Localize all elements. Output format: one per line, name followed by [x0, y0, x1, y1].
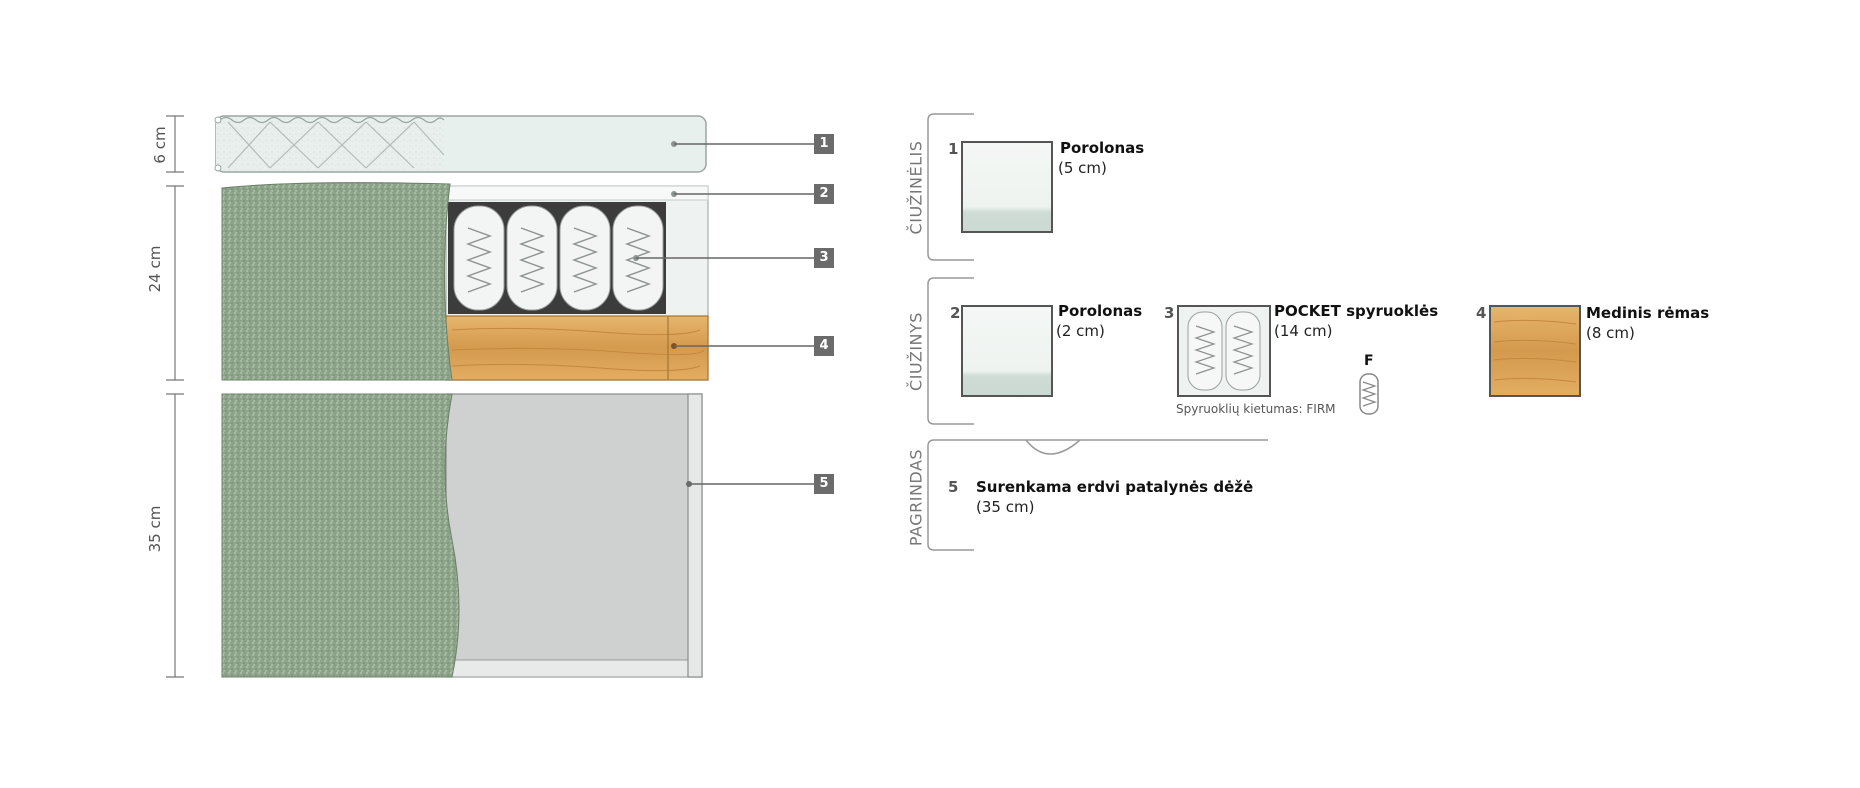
firmness-letter: F: [1364, 353, 1374, 369]
callout-2: 2: [814, 184, 834, 204]
foam-thumbnail-1: [961, 141, 1053, 233]
component-1-number: 1: [948, 140, 959, 158]
base-height-label: 24 cm: [146, 245, 164, 293]
topper-height-label: 6 cm: [151, 126, 169, 164]
callout-5: 5: [814, 474, 834, 494]
firmness-label: Spyruoklių kietumas: FIRM: [1176, 402, 1336, 416]
spring-coil-icon: [1359, 373, 1379, 415]
component-3-size: (14 cm): [1274, 322, 1333, 340]
section-label-topper: ČIUŽINĖLIS: [906, 140, 926, 235]
component-5-number: 5: [948, 478, 959, 496]
dimension-lines: [166, 115, 184, 678]
callout-1: 1: [814, 134, 834, 154]
fabric-cover-bottom: [221, 393, 460, 678]
component-4-size: (8 cm): [1586, 324, 1635, 342]
callout-3: 3: [814, 248, 834, 268]
box-height-label: 35 cm: [146, 505, 164, 553]
mattress-layer: [221, 182, 709, 381]
leader-lines: [636, 143, 814, 485]
storage-box-layer: [221, 393, 703, 678]
section-label-mattress: ČIUŽINYS: [906, 312, 926, 391]
component-3-number: 3: [1164, 304, 1175, 322]
spring-thumbnail: [1177, 305, 1271, 397]
component-5-title: Surenkama erdvi patalynės dėžė: [976, 478, 1254, 496]
component-2-number: 2: [950, 304, 961, 322]
callout-4: 4: [814, 336, 834, 356]
component-4-title: Medinis rėmas: [1586, 304, 1710, 322]
component-1-title: Porolonas: [1060, 139, 1145, 157]
section-label-base: PAGRINDAS: [906, 448, 926, 547]
wood-thumbnail: [1489, 305, 1581, 397]
component-4-number: 4: [1476, 304, 1487, 322]
component-2-size: (2 cm): [1056, 322, 1105, 340]
component-2-title: Porolonas: [1058, 302, 1143, 320]
foam-thumbnail-2: [961, 305, 1053, 397]
component-5-size: (35 cm): [976, 498, 1035, 516]
fabric-cover-top: [221, 182, 453, 381]
topper-layer: [214, 115, 707, 173]
section-brackets: [927, 113, 1268, 551]
wooden-frame: [445, 315, 709, 381]
component-1-size: (5 cm): [1058, 159, 1107, 177]
component-3-title: POCKET spyruoklės: [1274, 302, 1439, 320]
